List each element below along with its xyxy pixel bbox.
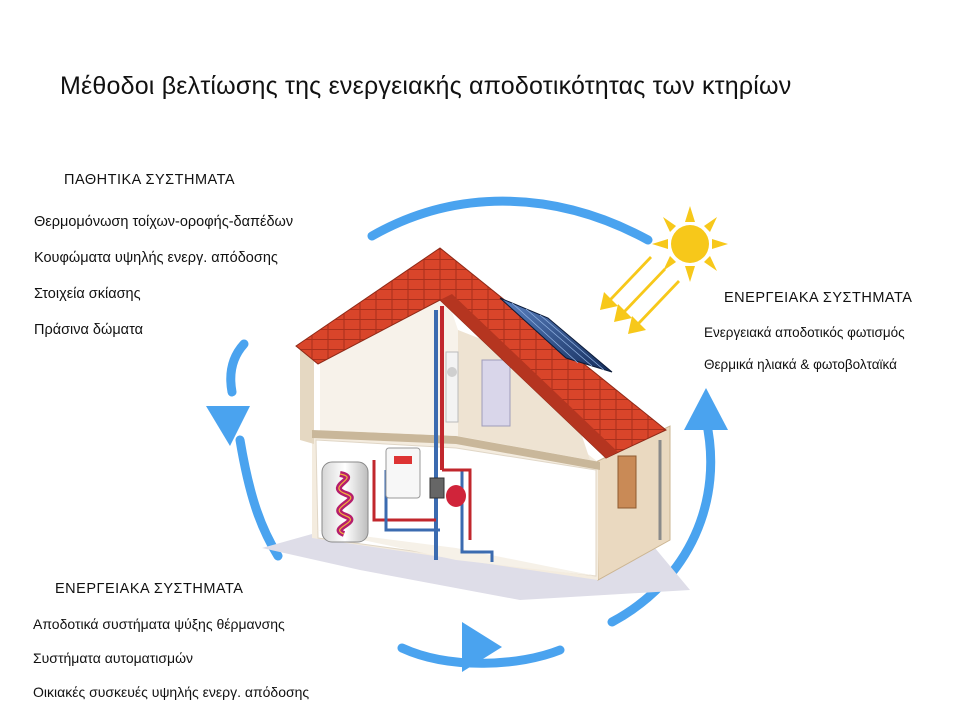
cycle-arc-upperleft-icon <box>226 339 249 397</box>
renewable-item: Ενεργειακά αποδοτικός φωτισμός <box>704 325 905 340</box>
house-illustration <box>262 247 690 600</box>
passive-systems-heading: ΠΑΘΗΤΙΚΑ ΣΥΣΤΗΜΑΤΑ <box>64 172 236 188</box>
passive-systems-list: ΠΑΘΗΤΙΚΑ ΣΥΣΤΗΜΑΤΑ Θερμομόνωση τοίχων-ορ… <box>34 172 293 348</box>
active-item: Αποδοτικά συστήματα ψύξης θέρμανσης <box>33 616 285 632</box>
passive-item: Κουφώματα υψηλής ενεργ. απόδοσης <box>34 250 278 266</box>
page-title: Μέθοδοι βελτίωσης της ενεργειακής αποδοτ… <box>60 72 792 100</box>
renewable-systems-list: ΕΝΕΡΓΕΙΑΚΑ ΣΥΣΤΗΜΑΤΑ Ενεργειακά αποδοτικ… <box>704 290 912 381</box>
cycle-arrows <box>206 196 728 672</box>
sun-ray-arrows-icon <box>600 256 680 334</box>
renewable-item: Θερμικά ηλιακά & φωτοβολταϊκά <box>704 357 897 372</box>
cycle-arc-left-icon <box>235 435 283 561</box>
active-item: Συστήματα αυτοματισμών <box>33 650 194 666</box>
active-systems-heading: ΕΝΕΡΓΕΙΑΚΑ ΣΥΣΤΗΜΑΤΑ <box>55 581 244 597</box>
expansion-vessel-icon <box>446 485 466 507</box>
sun-icon <box>652 206 728 282</box>
arrow-down-icon <box>206 406 250 446</box>
cycle-arc-top-icon <box>367 196 653 245</box>
arrow-right-icon <box>462 622 502 672</box>
passive-item: Στοιχεία σκίασης <box>34 286 141 302</box>
passive-item: Θερμομόνωση τοίχων-οροφής-δαπέδων <box>34 214 294 230</box>
cycle-arc-right-icon <box>607 415 716 627</box>
active-systems-list: ΕΝΕΡΓΕΙΑΚΑ ΣΥΣΤΗΜΑΤΑ Αποδοτικά συστήματα… <box>33 581 309 709</box>
passive-item: Πράσινα δώματα <box>34 322 143 338</box>
active-item: Οικιακές συσκευές υψηλής ενεργ. απόδοσης <box>33 684 310 700</box>
cycle-arc-bottom-icon <box>397 643 565 668</box>
arrow-up-icon <box>684 388 728 430</box>
renewable-systems-heading: ΕΝΕΡΓΕΙΑΚΑ ΣΥΣΤΗΜΑΤΑ <box>724 290 913 306</box>
boiler-icon <box>385 447 421 499</box>
